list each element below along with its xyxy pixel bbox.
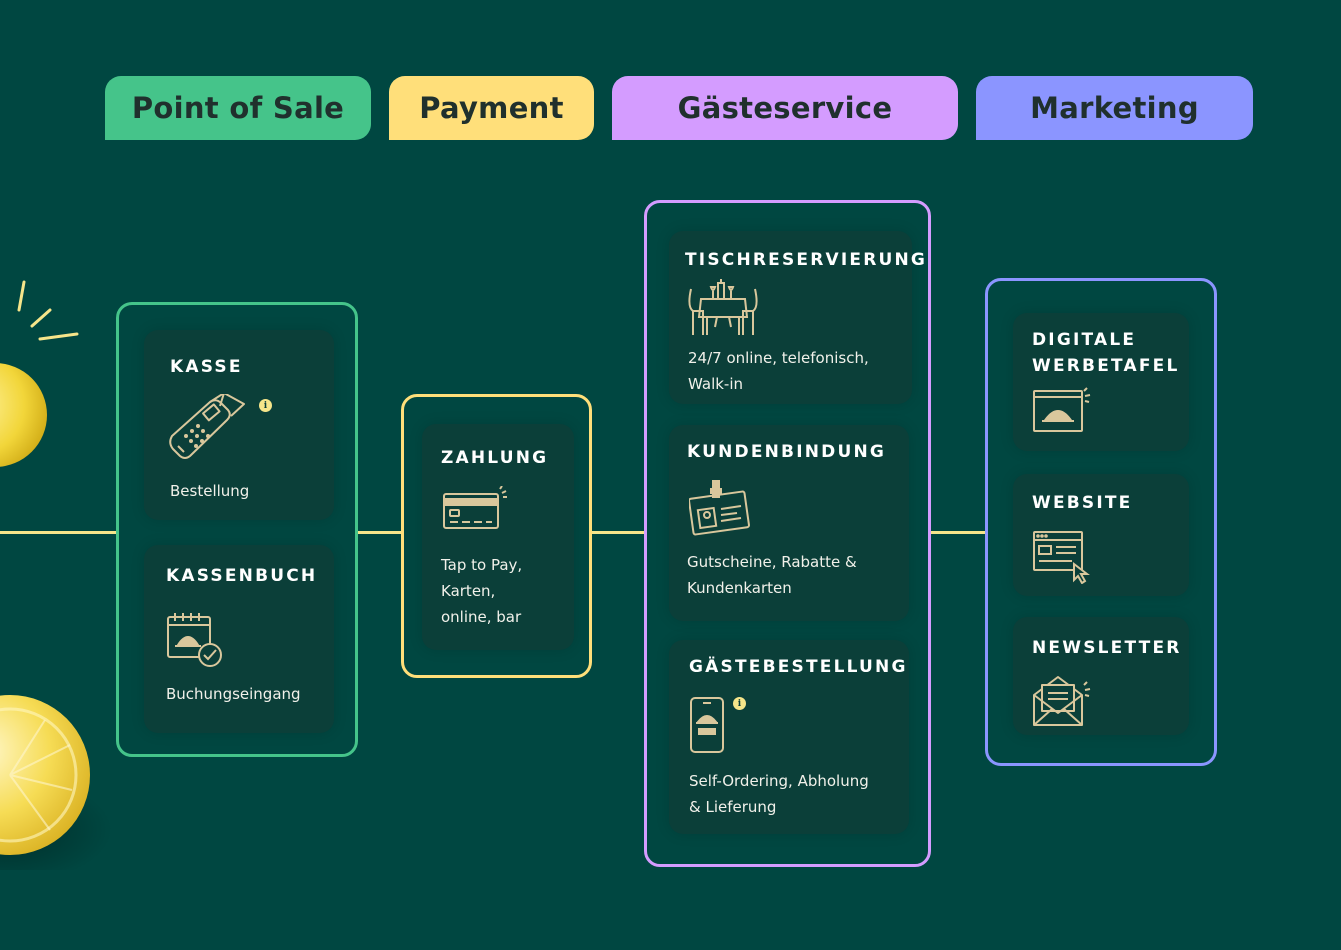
- connector-line-pos-payment: [356, 531, 403, 534]
- newsletter-card: NEWSLETTER: [1013, 617, 1189, 735]
- calendar-check-icon: [167, 613, 222, 667]
- digitale-werbetafel-card: DIGITALE WERBETAFEL: [1013, 313, 1189, 451]
- payment-group: ZAHLUNG Tap to Pay, Karten, online, bar: [401, 394, 592, 678]
- credit-card-icon: [443, 486, 507, 529]
- zahlung-desc: Tap to Pay, Karten, online, bar: [441, 556, 523, 626]
- connector-line-gaeste-marketing: [930, 531, 987, 534]
- website-icon: [1033, 531, 1090, 584]
- newsletter-icon: [1033, 676, 1091, 726]
- digitale-werbetafel-title: DIGITALE WERBETAFEL: [1032, 330, 1180, 376]
- connector-line-payment-gaeste: [590, 531, 646, 534]
- kassenbuch-card: KASSENBUCH Buchungseingang: [144, 545, 334, 733]
- tischreservierung-title: TISCHRESERVIERUNG: [685, 250, 928, 270]
- tab-gaesteservice: Gästeservice: [612, 76, 958, 140]
- gaestebestellung-card: GÄSTEBESTELLUNG i Self-Ordering, Abholun…: [669, 640, 909, 834]
- kasse-desc: Bestellung: [170, 482, 250, 500]
- gaestebestellung-info-icon[interactable]: i: [733, 697, 746, 710]
- mobile-order-icon: [690, 697, 724, 753]
- lemon-decoration: [0, 280, 130, 870]
- kasse-info-icon[interactable]: i: [259, 399, 272, 412]
- tischreservierung-card: TISCHRESERVIERUNG 24/7 online, telefonis…: [669, 231, 925, 404]
- tab-payment: Payment: [389, 76, 594, 140]
- loyalty-card-icon: [689, 480, 750, 536]
- kundenbindung-desc: Gutscheine, Rabatte & Kundenkarten: [687, 553, 857, 597]
- website-title: WEBSITE: [1032, 493, 1133, 513]
- sparkle-lines: [17, 280, 79, 341]
- website-card: WEBSITE: [1013, 474, 1189, 596]
- kundenbindung-title: KUNDENBINDUNG: [687, 442, 887, 462]
- kasse-card: KASSE i Bestellung: [144, 330, 334, 520]
- dining-table-icon: [688, 279, 758, 335]
- digital-signage-icon: [1033, 387, 1091, 432]
- pos-group: KASSE i Bestellung KASSENBUCH: [116, 302, 358, 757]
- kassenbuch-desc: Buchungseingang: [166, 685, 301, 703]
- tab-marketing: Marketing: [976, 76, 1253, 140]
- newsletter-title: NEWSLETTER: [1032, 638, 1182, 658]
- zahlung-card: ZAHLUNG Tap to Pay, Karten, online, bar: [422, 424, 574, 650]
- zahlung-title: ZAHLUNG: [441, 448, 549, 468]
- kasse-title: KASSE: [170, 357, 243, 377]
- gaestebestellung-desc: Self-Ordering, Abholung & Lieferung: [689, 772, 869, 816]
- marketing-group: DIGITALE WERBETAFEL WEBSITE NEWSLETTER: [985, 278, 1217, 766]
- card-terminal-icon: [169, 394, 245, 459]
- gaestebestellung-title: GÄSTEBESTELLUNG: [689, 657, 908, 677]
- gaesteservice-group: TISCHRESERVIERUNG 24/7 online, telefonis…: [644, 200, 931, 867]
- kundenbindung-card: KUNDENBINDUNG Gutscheine, Rabatte & Kund…: [669, 425, 909, 621]
- connector-line-left: [0, 531, 118, 534]
- tab-point-of-sale: Point of Sale: [105, 76, 371, 140]
- tischreservierung-desc: 24/7 online, telefonisch, Walk-in: [688, 349, 869, 393]
- kassenbuch-title: KASSENBUCH: [166, 566, 318, 586]
